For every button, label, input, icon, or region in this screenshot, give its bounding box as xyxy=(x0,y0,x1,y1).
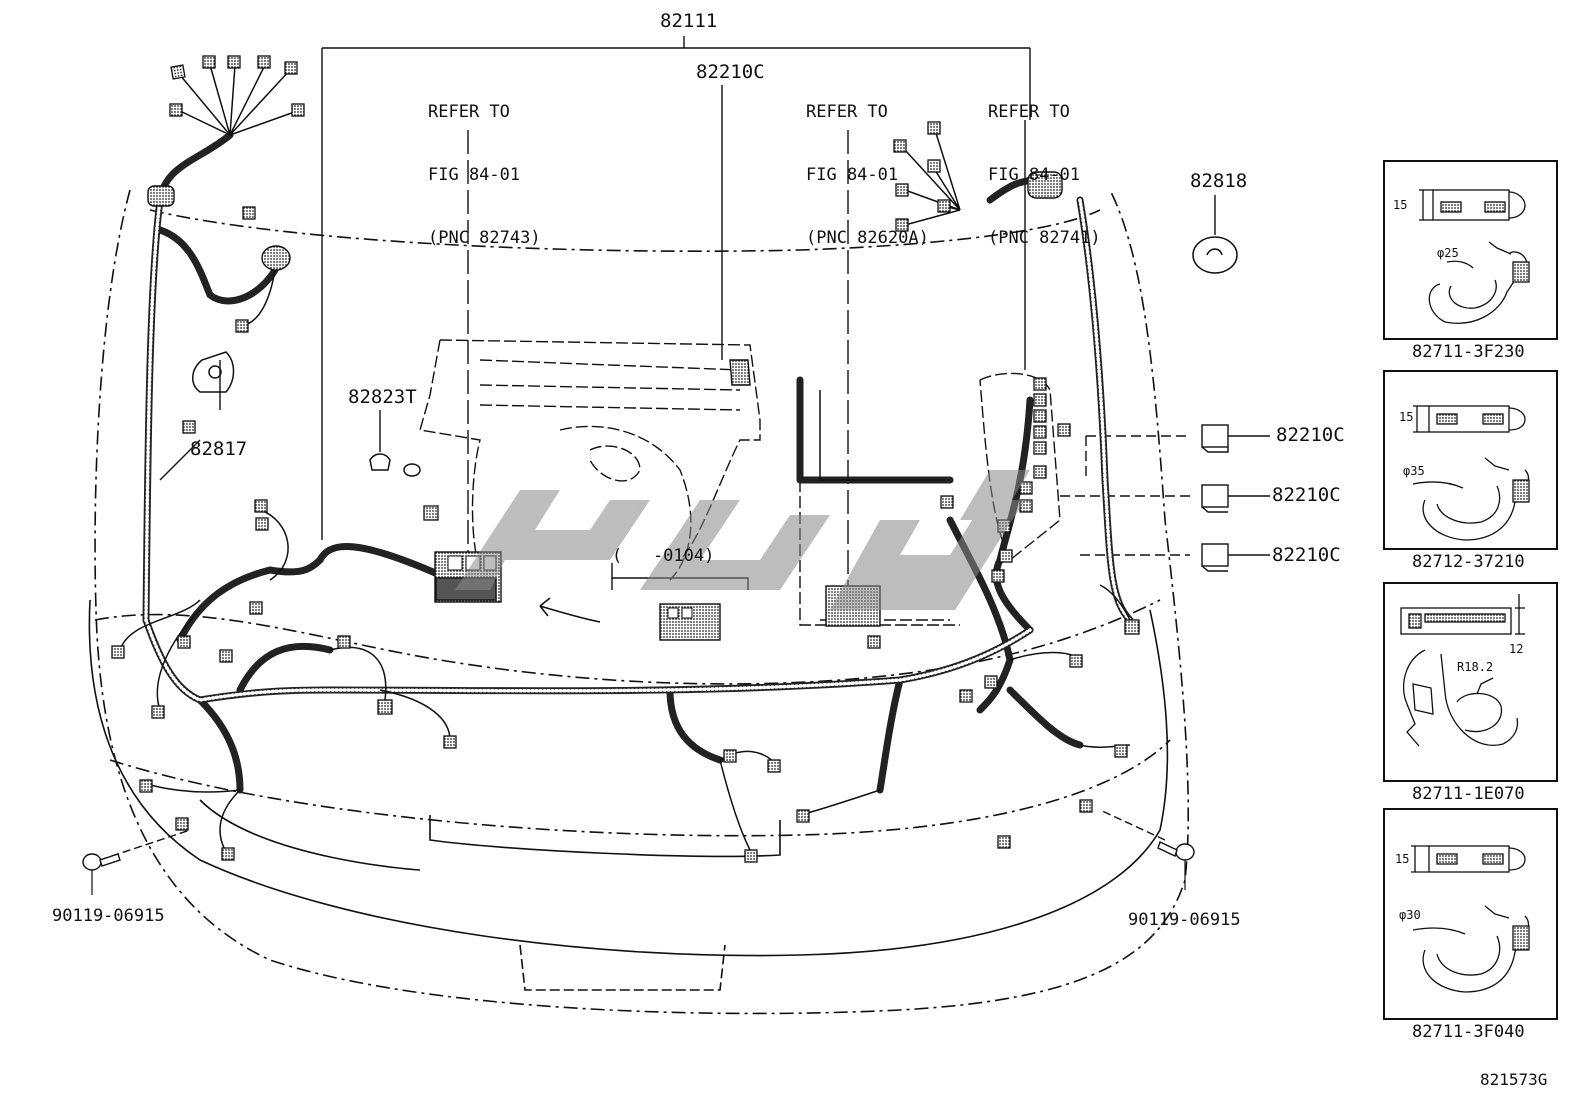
bolt-right-label: 90119-06915 xyxy=(1128,910,1241,930)
clamp-drawing xyxy=(1411,845,1530,993)
clamp-dim-b: R18.2 xyxy=(1457,660,1494,674)
refer-line-2: FIG 84-01 xyxy=(806,165,899,185)
clamp-part-3-label: 82711-1E070 xyxy=(1412,784,1525,804)
clamp-drawing xyxy=(1400,594,1525,747)
clamp-dim-b: φ35 xyxy=(1403,464,1425,478)
clamp-panel-3: 12 R18.2 xyxy=(1383,582,1558,782)
bumper-outline xyxy=(88,599,1169,991)
drawing-id: 821573G xyxy=(1480,1070,1548,1089)
part-82111-label: 82111 xyxy=(660,10,718,32)
clamp-part-1-label: 82711-3F230 xyxy=(1412,342,1525,362)
part-82210c-relay-1-label: 82210C xyxy=(1276,424,1345,446)
clamp-part-2-label: 82712-37210 xyxy=(1412,552,1525,572)
car-body-outline xyxy=(94,189,1190,1015)
refer-line-3: (PNC 82741) xyxy=(988,228,1101,248)
refer-note-82620a: REFER TO FIG 84-01 (PNC 82620A) xyxy=(806,60,929,270)
bolt-left-label: 90119-06915 xyxy=(52,906,165,926)
part-82210c-relay-3-label: 82210C xyxy=(1272,544,1341,566)
clamp-drawing xyxy=(1412,405,1530,541)
clamp-dim-b: φ30 xyxy=(1399,908,1421,922)
grommets xyxy=(147,171,1063,386)
refer-line-1: REFER TO xyxy=(988,102,1070,122)
clamp-dim-a: 15 xyxy=(1399,410,1414,424)
clamp-dim-a: 15 xyxy=(1393,198,1408,212)
refer-note-82743: REFER TO FIG 84-01 (PNC 82743) xyxy=(428,60,541,270)
part-82210c-top-label: 82210C xyxy=(696,61,765,83)
refer-line-2: FIG 84-01 xyxy=(428,165,521,185)
clamp-panel-4: 15 φ30 xyxy=(1383,808,1558,1020)
connectors xyxy=(111,55,1140,863)
refer-line-1: REFER TO xyxy=(806,102,888,122)
part-82823t-label: 82823T xyxy=(348,386,417,408)
refer-line-3: (PNC 82743) xyxy=(428,228,541,248)
clamp-part-4-label: 82711-3F040 xyxy=(1412,1022,1525,1042)
clamp-drawing xyxy=(1419,189,1530,324)
clamp-panel-2: 15 φ35 xyxy=(1383,370,1558,550)
refer-line-2: FIG 84-01 xyxy=(988,165,1081,185)
clamp-dim-b: φ25 xyxy=(1437,246,1459,260)
clamp-dim-a: 12 xyxy=(1509,642,1524,656)
refer-note-82741: REFER TO FIG 84-01 (PNC 82741) xyxy=(988,60,1101,270)
serial-range-note: ( -0104) xyxy=(612,546,715,566)
watermark-logo xyxy=(455,470,1030,610)
cap-82818 xyxy=(1192,236,1238,274)
clamp-panel-1: 15 φ25 xyxy=(1383,160,1558,340)
direction-arrow xyxy=(539,597,601,623)
part-82818-label: 82818 xyxy=(1190,170,1248,192)
part-82817-label: 82817 xyxy=(190,438,248,460)
bolts xyxy=(82,841,1195,871)
relays-82210c xyxy=(1201,424,1229,572)
bracket-82817 xyxy=(192,351,235,393)
clamp-dim-a: 15 xyxy=(1395,852,1410,866)
branch-wires xyxy=(119,64,1131,851)
refer-line-1: REFER TO xyxy=(428,102,510,122)
clip-82823t xyxy=(369,453,421,477)
refer-line-3: (PNC 82620A) xyxy=(806,228,929,248)
part-82210c-relay-2-label: 82210C xyxy=(1272,484,1341,506)
